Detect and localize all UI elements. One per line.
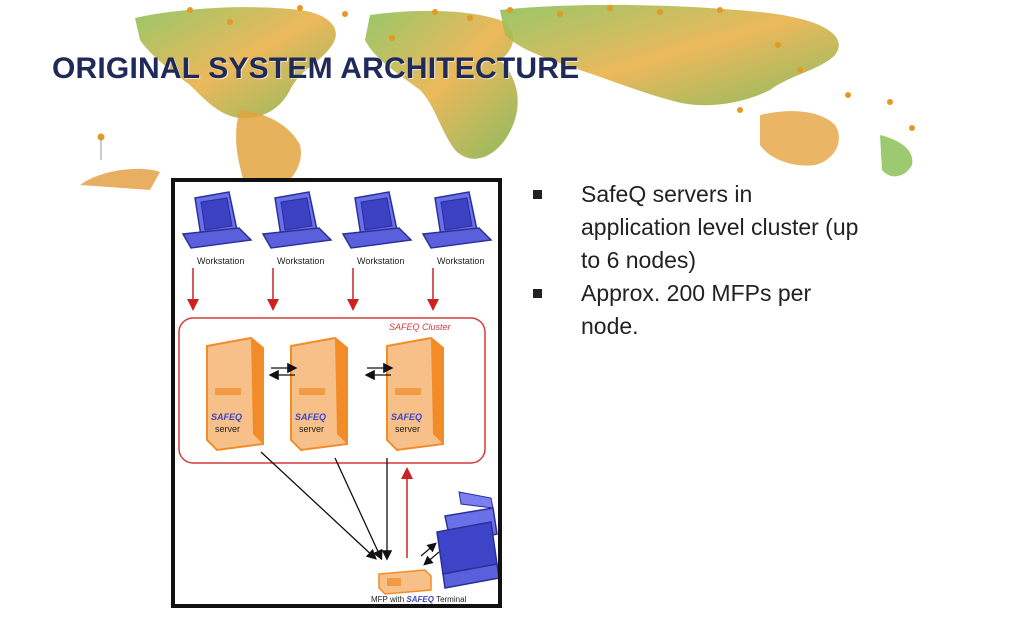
server-icon bbox=[386, 336, 444, 452]
bullet-marker bbox=[533, 289, 542, 298]
workstation-label: Workstation bbox=[437, 256, 484, 266]
workstation-icon bbox=[261, 191, 333, 249]
bullet-list: SafeQ servers in application level clust… bbox=[533, 178, 863, 343]
terminal-icon bbox=[378, 569, 432, 595]
workstation-icon bbox=[181, 191, 253, 249]
terminal-label: MFP with SAFEQ Terminal bbox=[371, 595, 467, 604]
server-label: server bbox=[395, 424, 420, 434]
server-label: server bbox=[299, 424, 324, 434]
bullet-item: SafeQ servers in application level clust… bbox=[533, 178, 863, 277]
architecture-diagram: Workstation Workstation Workstation Work… bbox=[171, 178, 502, 608]
server-brand: SAFEQ bbox=[211, 412, 242, 422]
server-label: server bbox=[215, 424, 240, 434]
slide-title: ORIGINAL SYSTEM ARCHITECTURE bbox=[52, 52, 580, 85]
workstation-icon bbox=[421, 191, 493, 249]
workstation-icon bbox=[341, 191, 413, 249]
bullet-text: Approx. 200 MFPs per node. bbox=[581, 280, 812, 339]
server-brand: SAFEQ bbox=[391, 412, 422, 422]
server-brand: SAFEQ bbox=[295, 412, 326, 422]
bullet-text: SafeQ servers in application level clust… bbox=[581, 181, 859, 273]
printer-icon bbox=[436, 491, 498, 589]
workstation-label: Workstation bbox=[357, 256, 404, 266]
terminal-printer-arrows bbox=[420, 542, 440, 566]
sync-arrows bbox=[268, 362, 394, 381]
server-icon bbox=[290, 336, 348, 452]
workstation-label: Workstation bbox=[197, 256, 244, 266]
cluster-box bbox=[178, 317, 486, 464]
print-arrow bbox=[334, 457, 383, 561]
bullet-item: Approx. 200 MFPs per node. bbox=[533, 277, 863, 343]
workstation-label: Workstation bbox=[277, 256, 324, 266]
cluster-label: SAFEQ Cluster bbox=[389, 322, 452, 332]
print-arrow bbox=[260, 451, 377, 560]
bullet-marker bbox=[533, 190, 542, 199]
world-map-banner bbox=[80, 4, 915, 197]
server-icon bbox=[206, 336, 264, 452]
